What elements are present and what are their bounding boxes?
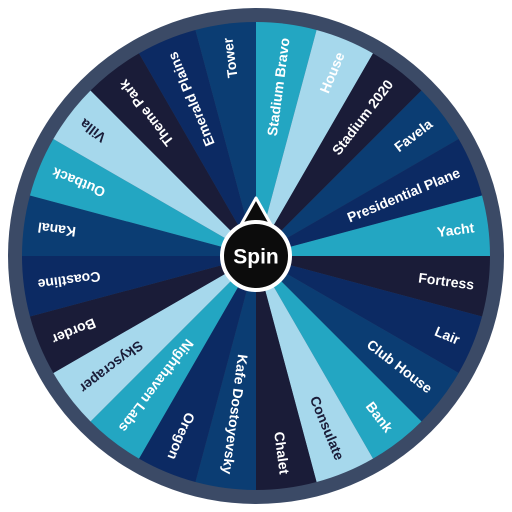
wheel-segment bbox=[256, 195, 490, 256]
wheel-segment bbox=[256, 256, 373, 483]
wheel-segment-label: Tower bbox=[219, 36, 240, 78]
wheel-segment bbox=[22, 195, 256, 256]
wheel-segment-label: Yacht bbox=[436, 219, 475, 240]
wheel-segment bbox=[256, 256, 483, 373]
wheel-segment-label: Kanal bbox=[37, 219, 77, 240]
wheel-segment bbox=[256, 53, 422, 256]
wheel-segment bbox=[256, 139, 483, 256]
wheel-segment bbox=[29, 256, 256, 373]
wheel-segment-label: Fortress bbox=[418, 269, 476, 292]
wheel-segments bbox=[22, 22, 490, 490]
wheel-segment bbox=[195, 256, 256, 490]
wheel-segment bbox=[139, 256, 256, 483]
wheel-segment bbox=[256, 90, 459, 256]
wheel-segment bbox=[90, 256, 256, 459]
spin-hub bbox=[220, 220, 292, 292]
wheel-segment bbox=[22, 256, 256, 317]
wheel-segment bbox=[195, 22, 256, 256]
wheel-segment-label: Chalet bbox=[271, 431, 292, 476]
wheel-segment bbox=[53, 256, 256, 422]
spin-label: Spin bbox=[233, 246, 279, 269]
wheel-segment bbox=[139, 29, 256, 256]
wheel-segment bbox=[29, 139, 256, 256]
wheel-segment bbox=[256, 256, 317, 490]
wheel-segment bbox=[256, 29, 373, 256]
wheel-segment bbox=[256, 22, 317, 256]
wheel-segment bbox=[90, 53, 256, 256]
spin-button[interactable]: Spin bbox=[220, 196, 292, 292]
wheel-segment bbox=[256, 256, 490, 317]
wheel-segment bbox=[53, 90, 256, 256]
wheel-segment bbox=[256, 256, 459, 422]
wheel-segment bbox=[256, 256, 422, 459]
